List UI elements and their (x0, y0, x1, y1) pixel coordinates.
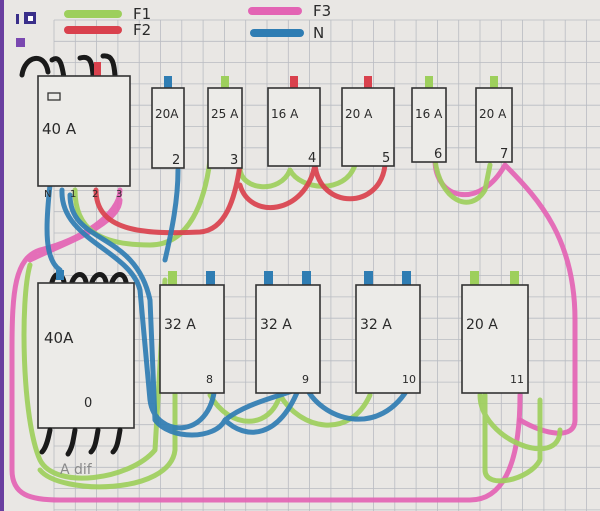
breaker-body (341, 87, 395, 167)
breaker-top-terminal (168, 271, 177, 285)
top-breakers: 20A 2 25 A 3 16 A 4 20 A 5 16 A 6 20 A 7 (151, 76, 513, 169)
breaker-body (151, 87, 185, 169)
legend-label-n: N (313, 24, 324, 42)
breaker-2[interactable]: 20A 2 (151, 76, 185, 169)
breaker-top-terminal (402, 271, 411, 285)
wire-f3-67 (432, 157, 578, 436)
breaker-top-terminal (364, 76, 372, 88)
legend-label-f2: F2 (133, 21, 151, 39)
breaker-3[interactable]: 25 A 3 (207, 76, 243, 169)
breaker-body (255, 284, 321, 394)
breaker-number: 3 (230, 153, 238, 168)
breaker-top-terminal (302, 271, 311, 285)
breaker-body (355, 284, 421, 394)
breaker-7[interactable]: 20 A 7 (475, 76, 513, 163)
breaker-top-terminal (425, 76, 433, 88)
breaker-rating: 16 A (415, 107, 443, 121)
breaker-rating: 20A (155, 107, 179, 121)
breaker-rating: 25 A (211, 107, 239, 121)
rcd-output-cables (39, 427, 123, 457)
rcd-body (37, 282, 135, 429)
main-breaker[interactable]: 40 A N 1 2 3 (19, 53, 131, 200)
breaker-number: 9 (302, 373, 309, 386)
breaker-top-terminal (490, 76, 498, 88)
breaker-top-terminal (206, 271, 215, 285)
breaker-rating: 20 A (345, 107, 373, 121)
breaker-number: 5 (382, 151, 390, 166)
breaker-number: 6 (434, 147, 442, 162)
terminal-label: 3 (116, 189, 122, 200)
breaker-number: 8 (206, 373, 213, 386)
breaker-8[interactable]: 32 A 8 (159, 271, 225, 394)
breaker-number: 2 (172, 153, 180, 168)
breaker-body (475, 87, 513, 163)
breaker-top-terminal (290, 76, 298, 88)
breaker-rating: 32 A (260, 317, 292, 333)
breaker-5[interactable]: 20 A 5 (341, 76, 395, 167)
margin-line (0, 0, 4, 511)
breaker-top-terminal (94, 62, 101, 76)
breaker-body (207, 87, 243, 169)
legend: F1 F2 F3 N (64, 2, 331, 42)
breaker-body (267, 87, 321, 167)
input-cables (19, 53, 118, 81)
rcd-caption: A dif (60, 462, 93, 478)
terminal-label: 2 (92, 189, 98, 200)
breaker-number: 4 (308, 151, 316, 166)
breaker-top-terminal (510, 271, 519, 285)
legend-label-f3: F3 (313, 2, 331, 20)
breaker-top-terminal (221, 76, 229, 88)
breaker-rating: 32 A (164, 317, 196, 333)
corner-logo (16, 12, 36, 47)
breaker-number: 7 (500, 147, 508, 162)
breaker-number: 11 (510, 373, 524, 386)
breaker-9[interactable]: 32 A 9 (255, 271, 321, 394)
breaker-top-terminal (470, 271, 479, 285)
breaker-11[interactable]: 20 A 11 (461, 271, 529, 394)
breaker-body (159, 284, 225, 394)
bottom-breakers: 32 A 8 32 A 9 32 A 10 20 A 11 (159, 271, 529, 394)
breaker-top-terminal (56, 270, 64, 280)
wire-neutral (44, 167, 413, 438)
breaker-rating: 16 A (271, 107, 299, 121)
breaker-top-terminal (164, 76, 172, 88)
breaker-6[interactable]: 16 A 6 (411, 76, 447, 163)
breaker-body (461, 284, 529, 394)
legend-label-f1: F1 (133, 5, 151, 23)
terminal-label: N (44, 189, 51, 200)
breaker-top-terminal (264, 271, 273, 285)
main-breaker-window (47, 92, 61, 101)
terminal-label: 1 (70, 189, 76, 200)
breaker-top-terminal (364, 271, 373, 285)
main-breaker-rating: 40 A (42, 120, 77, 138)
breaker-4[interactable]: 16 A 4 (267, 76, 321, 167)
breaker-rating: 32 A (360, 317, 392, 333)
breaker-10[interactable]: 32 A 10 (355, 271, 421, 394)
rcd-rating: 40A (44, 329, 74, 347)
rcd-indicator: 0 (84, 396, 92, 411)
wire-f1-main (21, 157, 358, 490)
breaker-rating: 20 A (466, 317, 498, 333)
main-breaker-body (37, 75, 131, 187)
breaker-body (411, 87, 447, 163)
breaker-rating: 20 A (479, 107, 507, 121)
breaker-number: 10 (402, 373, 416, 386)
wires (9, 157, 578, 503)
rcd-breaker[interactable]: 40A 0 A dif (37, 270, 135, 478)
